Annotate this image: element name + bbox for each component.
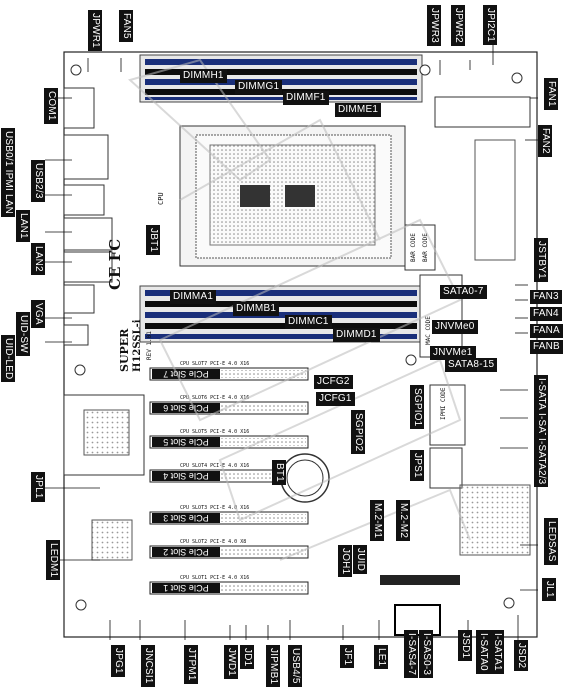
- pcie-slot-label: PCIe Slot 4: [163, 471, 209, 481]
- label-ledsas: LEDSAS: [544, 518, 558, 565]
- label-jnvme1: JNVMe1: [430, 346, 476, 360]
- dimm-label-c1: DIMMC1: [285, 315, 332, 329]
- label-com1: COM1: [44, 88, 58, 124]
- label-i-sata23: I-SATA2/3: [534, 435, 548, 488]
- pcie-slot-spec: CPU SLOT3 PCI-E 4.0 X16: [180, 505, 249, 511]
- label-jpwr1: JPWR1: [88, 10, 102, 51]
- label-jpg1: JPG1: [111, 645, 125, 677]
- leader-lines: [45, 45, 538, 640]
- dimm-label-f1: DIMMF1: [283, 91, 329, 105]
- label-juid: JUID: [353, 545, 367, 575]
- label-jtpm1: JTPM1: [184, 645, 198, 684]
- pcie-slot-spec: CPU SLOT4 PCI-E 4.0 X16: [180, 463, 249, 469]
- label-joh1: JOH1: [338, 545, 352, 578]
- rear-io: [63, 87, 145, 561]
- dimm-label-h1: DIMMH1: [180, 69, 227, 83]
- label-m2-m1: M.2-M1: [370, 500, 384, 542]
- label-jsd2: JSD2: [514, 640, 528, 672]
- pcie-slot-spec: CPU SLOT6 PCI-E 4.0 X16: [180, 395, 249, 401]
- label-m2-m2: M.2-M2: [396, 500, 410, 542]
- label-i-sas47: I-SAS4-7: [404, 630, 418, 679]
- label-fan5: FAN5: [119, 10, 133, 42]
- label-fan2: FAN2: [538, 125, 552, 157]
- dimm-label-e1: DIMME1: [335, 103, 382, 117]
- pcie-slot-spec: CPU SLOT5 PCI-E 4.0 X16: [180, 429, 249, 435]
- label-sgpio1: SGPIO1: [410, 385, 424, 430]
- label-jps1: JPS1: [410, 450, 424, 481]
- label-jnvme0: JNVMe0: [432, 320, 478, 334]
- pcie-slot-label: PCIe Slot 1: [163, 583, 209, 593]
- label-usb01-ipmi-lan: USB0/1 IPMI LAN: [1, 128, 15, 218]
- label-lan2: LAN2: [31, 243, 45, 275]
- bar-code-1: BAR CODE: [410, 233, 417, 262]
- pcie-slot-spec: CPU SLOT1 PCI-E 4.0 X16: [180, 575, 249, 581]
- pcie-slot-1: PCIe Slot 1 CPU SLOT1 PCI-E 4.0 X16: [149, 575, 309, 595]
- pcie-slot-2: PCIe Slot 2 CPU SLOT2 PCI-E 4.0 X8: [149, 539, 309, 559]
- label-uid-sw: UID-SW: [16, 312, 30, 356]
- board-rev: REV 1.01: [146, 331, 153, 360]
- label-uid-led: UID-LED: [1, 335, 15, 383]
- label-jsd1: JSD1: [458, 630, 472, 662]
- label-jd1: JD1: [240, 645, 254, 670]
- label-fan3: FAN3: [530, 290, 562, 304]
- dimm-label-b1: DIMMB1: [233, 302, 280, 316]
- label-lan1: LAN1: [16, 210, 30, 242]
- ipmi-code: IPMI CODE: [440, 387, 447, 420]
- label-jf1: JF1: [340, 645, 354, 669]
- cpu-silk: CPU: [157, 192, 165, 205]
- label-i-sas03: I-SAS0-3: [419, 630, 433, 679]
- label-fana: FANA: [530, 324, 563, 338]
- label-jncsi1: JNCSI1: [141, 645, 155, 687]
- pcie-slot-label: PCIe Slot 7: [163, 369, 209, 379]
- label-jl1: JL1: [542, 578, 556, 601]
- label-usb23: USB2/3: [31, 160, 45, 202]
- pcie-slot-spec: CPU SLOT2 PCI-E 4.0 X8: [180, 539, 246, 545]
- label-i-sata1: I-SATA1: [490, 630, 504, 674]
- pcie-slot-label: PCIe Slot 6: [163, 403, 209, 413]
- label-jipmb1: JIPMB1: [266, 645, 280, 688]
- label-jcfg1: JCFG1: [316, 392, 355, 406]
- cpu-socket: [179, 125, 406, 267]
- label-fan1: FAN1: [544, 78, 558, 110]
- pcie-slot-spec: CPU SLOT7 PCI-E 4.0 X16: [180, 361, 249, 367]
- label-jcfg2: JCFG2: [314, 375, 353, 389]
- label-usb45: USB4/5: [288, 645, 302, 687]
- label-jwd1: JWD1: [224, 645, 238, 680]
- label-le1: LE1: [374, 645, 388, 670]
- board-model: H12SSL-i: [132, 319, 143, 372]
- label-jpi2c1: JPI2C1: [483, 5, 497, 45]
- mac-code: MAC CODE: [425, 316, 432, 345]
- label-sgpio2: SGPIO2: [351, 410, 365, 455]
- dimm-label-d1: DIMMD1: [333, 328, 380, 342]
- label-ledm1: LEDM1: [46, 540, 60, 581]
- pcie-slot-label: PCIe Slot 5: [163, 437, 209, 447]
- label-sata0-7: SATA0-7: [440, 285, 487, 299]
- label-bt1: BT1: [272, 460, 286, 485]
- pcie-slot-label: PCIe Slot 3: [163, 513, 209, 523]
- label-fanb: FANB: [530, 340, 563, 354]
- bar-code-2: BAR CODE: [422, 233, 429, 262]
- label-jbt1: JBT1: [146, 225, 160, 256]
- brand-logo: SUPER: [118, 328, 131, 372]
- label-jpwr3: JPWR3: [427, 5, 441, 46]
- label-i-sata0: I-SATA0: [476, 630, 490, 674]
- label-fan4: FAN4: [530, 307, 562, 321]
- label-jpwr2: JPWR2: [451, 5, 465, 46]
- label-jpl1: JPL1: [31, 472, 45, 502]
- ce-fc-logo: CE FC: [106, 238, 124, 290]
- dimm-label-a1: DIMMA1: [170, 290, 217, 304]
- label-vga: VGA: [31, 300, 45, 328]
- label-jstby1: JSTBY1: [534, 238, 548, 282]
- pcie-slot-label: PCIe Slot 2: [163, 547, 209, 557]
- label-sata8-15: SATA8-15: [445, 358, 498, 372]
- dimm-label-g1: DIMMG1: [235, 80, 283, 94]
